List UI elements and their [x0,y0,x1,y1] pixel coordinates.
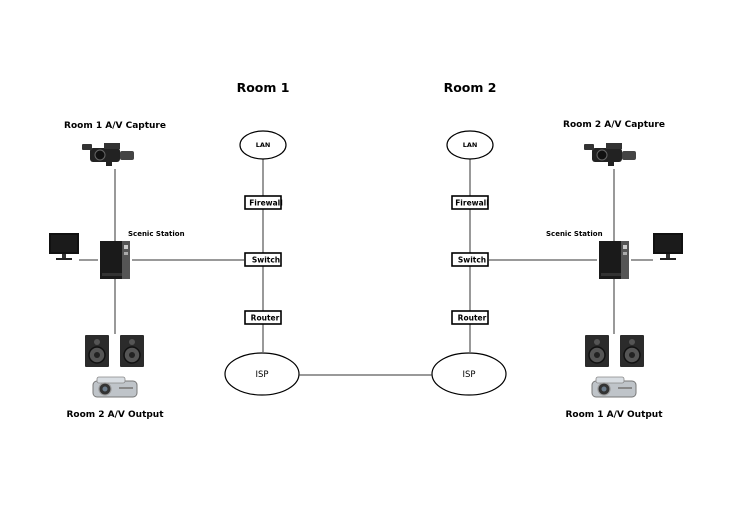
isp-label-2: ISP [462,370,475,380]
lan-node-1 [239,130,287,160]
pc-tower-icon [100,241,130,279]
speaker-icon [119,334,145,368]
speaker-icon [619,334,645,368]
isp-node-2 [431,352,507,396]
pc-tower-icon [599,241,629,279]
right-output-label: Room 1 A/V Output [565,410,663,420]
video-camera-icon [81,142,135,167]
firewall-box-2 [451,195,489,210]
speaker-icon [84,334,110,368]
router-box-1 [244,310,282,325]
projector-icon [92,376,138,398]
firewall-label-2: Firewall [455,199,489,208]
isp-node-1 [224,352,300,396]
video-camera-icon [583,142,637,167]
left-station-label: Scenic Station [128,230,185,238]
firewall-label-1: Firewall [249,199,283,208]
speaker-icon [584,334,610,368]
room-1-title: Room 1 [237,80,290,95]
monitor-icon [49,233,79,260]
left-capture-label: Room 1 A/V Capture [64,121,166,131]
router-box-2 [451,310,489,325]
router-label-1: Router [251,314,280,323]
router-label-2: Router [458,314,487,323]
projector-icon [591,376,637,398]
switch-label-2: Switch [458,256,486,265]
lan-node-2 [446,130,494,160]
monitor-icon [653,233,683,260]
isp-label-1: ISP [255,370,268,380]
right-capture-label: Room 2 A/V Capture [563,120,665,130]
right-station-label: Scenic Station [546,230,603,238]
firewall-box-1 [244,195,282,210]
room-2-title: Room 2 [444,80,497,95]
switch-label-1: Switch [252,256,280,265]
lan-label-2: LAN [463,141,478,149]
left-output-label: Room 2 A/V Output [66,410,164,420]
lan-label-1: LAN [256,141,271,149]
